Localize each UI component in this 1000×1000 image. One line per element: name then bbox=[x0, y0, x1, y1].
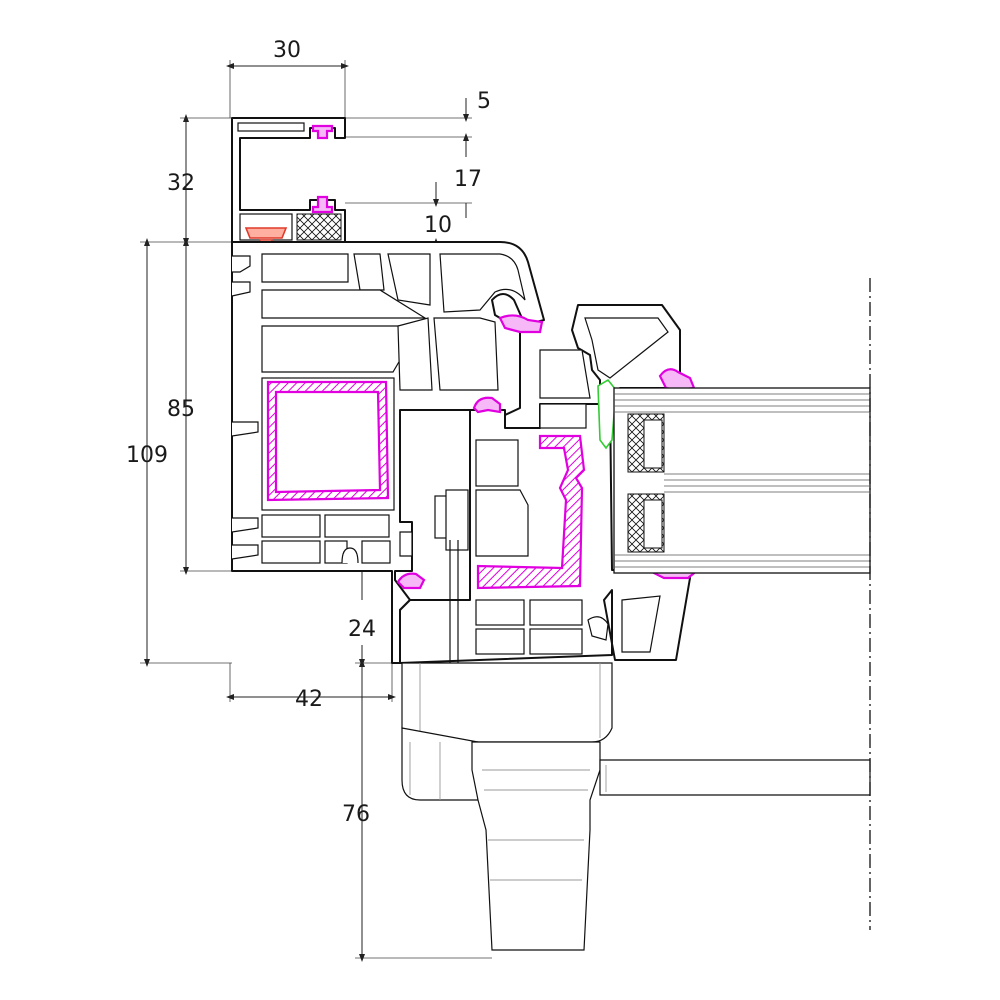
frame-steel-reinforcement bbox=[266, 380, 390, 502]
dimension-10-label: 10 bbox=[424, 213, 452, 238]
gasket-group bbox=[396, 314, 701, 590]
glazing-unit bbox=[613, 387, 871, 574]
sash-steel-reinforcement bbox=[476, 434, 586, 590]
dimension-group: 30 5 17 10 32 85 109 24 bbox=[126, 38, 492, 962]
dimension-32-label: 32 bbox=[167, 171, 195, 196]
dimension-24-label: 24 bbox=[348, 617, 376, 642]
dimension-17-label: 17 bbox=[454, 167, 482, 192]
glazing-bead bbox=[597, 378, 617, 450]
dimension-109-label: 109 bbox=[126, 443, 168, 468]
dimension-76-label: 76 bbox=[342, 802, 370, 827]
dimension-85-label: 85 bbox=[167, 397, 195, 422]
sill-trim bbox=[401, 662, 871, 951]
frame-profile bbox=[231, 241, 545, 664]
dimension-42-label: 42 bbox=[295, 687, 323, 712]
dimension-5-label: 5 bbox=[477, 89, 491, 114]
dimension-30-label: 30 bbox=[273, 38, 301, 63]
